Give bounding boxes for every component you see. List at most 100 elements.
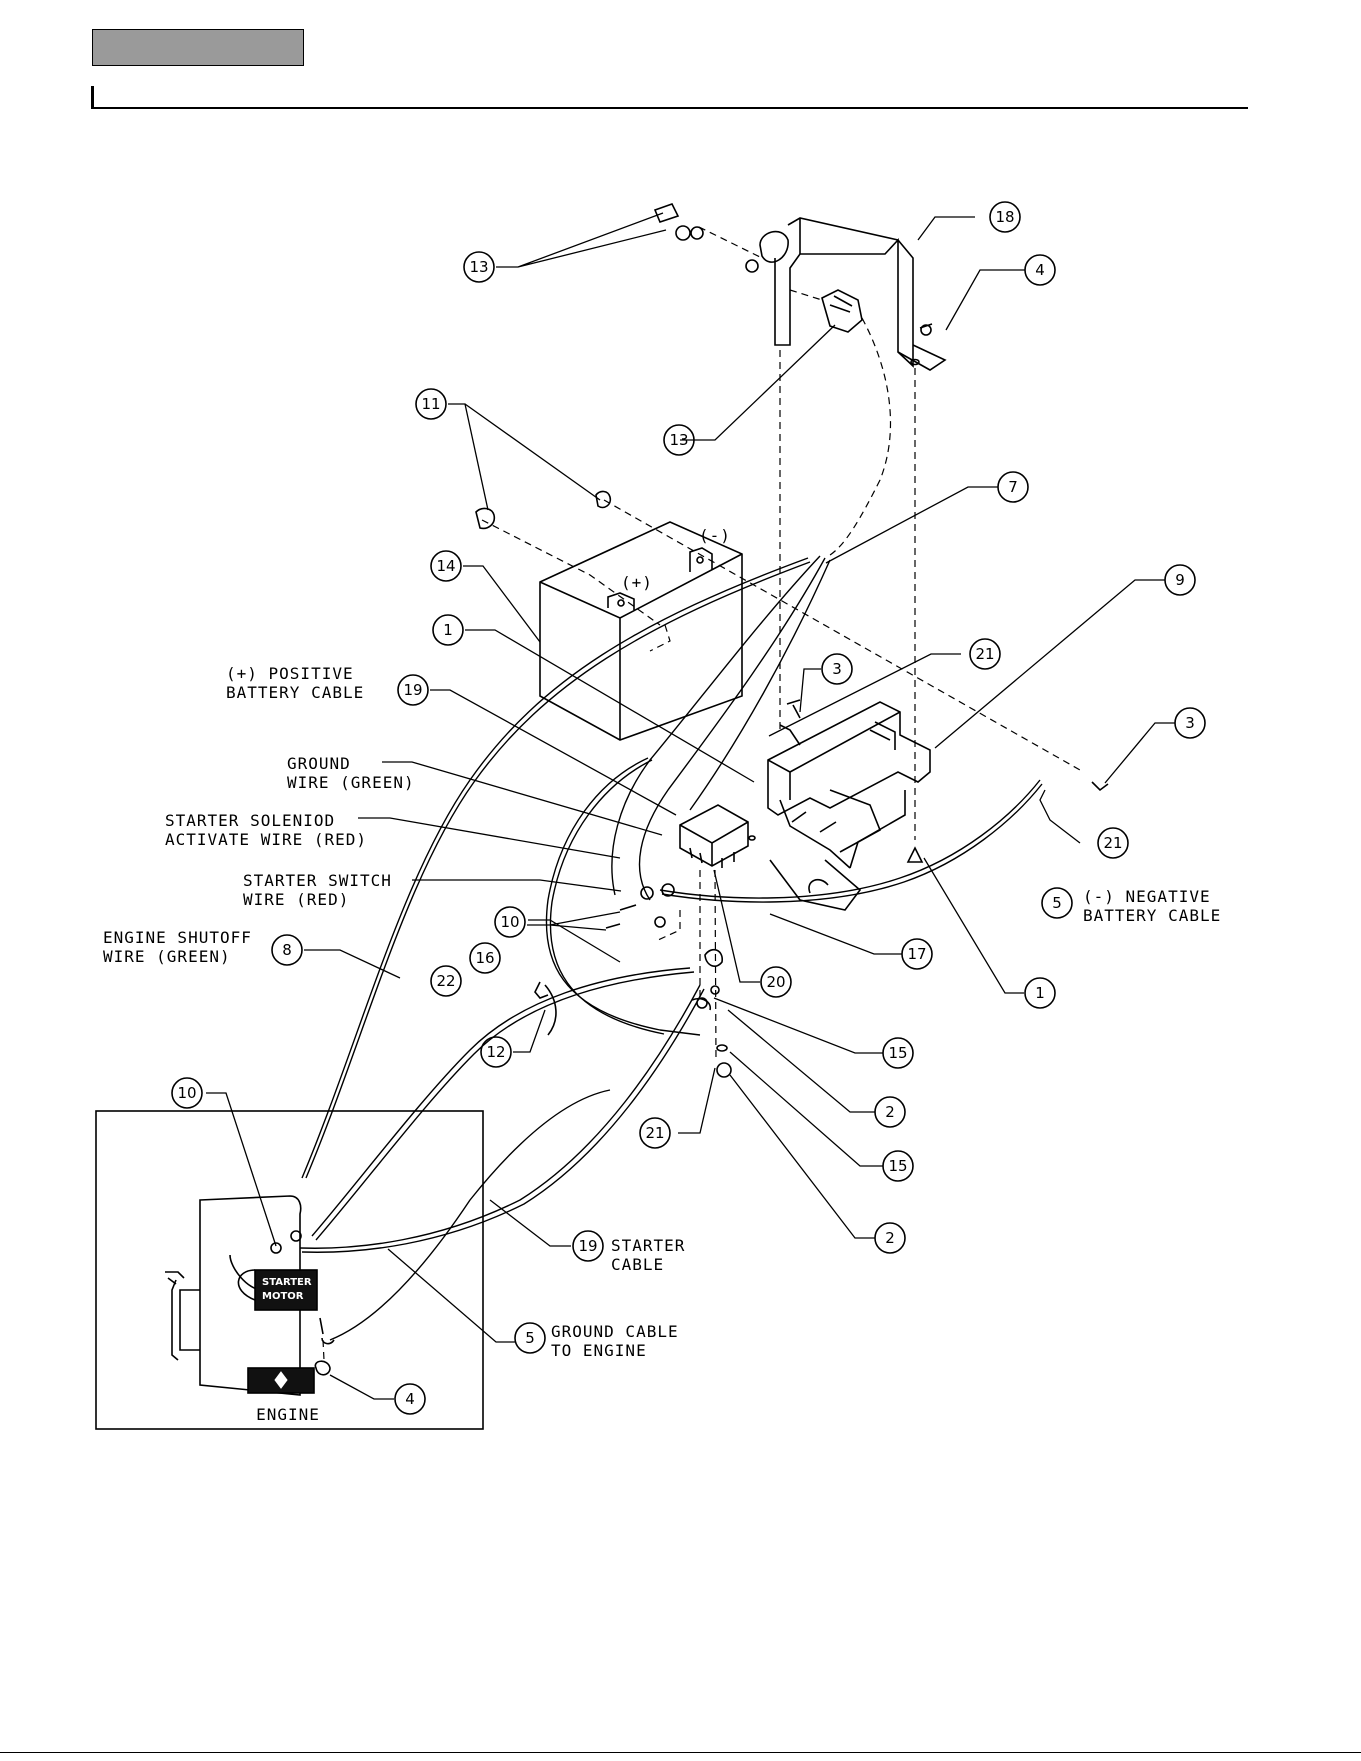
ground-wire-label-2: WIRE (GREEN) [287, 773, 415, 792]
starter-cable-label-1: STARTER [611, 1236, 685, 1255]
svg-text:13: 13 [469, 258, 488, 276]
ground-engine-label-1: GROUND CABLE [551, 1322, 679, 1341]
starter-motor-label-2: MOTOR [262, 1291, 304, 1302]
positive-cable-label-2: BATTERY CABLE [226, 683, 364, 702]
callout-14: 14 [430, 550, 462, 582]
callout-15a: 15 [882, 1037, 914, 1069]
callout-5b: 5 [514, 1322, 546, 1354]
callout-9: 9 [1164, 564, 1196, 596]
svg-text:10: 10 [177, 1084, 196, 1102]
callout-1a: 1 [432, 614, 464, 646]
svg-text:5: 5 [1052, 894, 1062, 912]
svg-text:16: 16 [475, 949, 494, 967]
svg-text:4: 4 [405, 1390, 415, 1408]
svg-text:20: 20 [766, 973, 785, 991]
svg-text:1: 1 [443, 621, 453, 639]
footer-rule [0, 1752, 1361, 1753]
solenoid-wire-label-2: ACTIVATE WIRE (RED) [165, 830, 367, 849]
callout-7: 7 [997, 471, 1029, 503]
callout-21b: 21 [1097, 827, 1129, 859]
starter-motor-label-1: STARTER [262, 1277, 312, 1288]
starter-cable-label-2: CABLE [611, 1255, 664, 1274]
battery [539, 521, 743, 741]
callout-3b: 3 [1174, 707, 1206, 739]
header-title-box [92, 29, 304, 66]
svg-text:19: 19 [578, 1237, 597, 1255]
svg-text:7: 7 [1008, 478, 1018, 496]
callout-17: 17 [901, 938, 933, 970]
callout-8: 8 [271, 934, 303, 966]
svg-text:13: 13 [669, 431, 688, 449]
callout-18: 18 [989, 201, 1021, 233]
callout-4b: 4 [394, 1383, 426, 1415]
svg-text:5: 5 [525, 1329, 535, 1347]
svg-text:14: 14 [436, 557, 455, 575]
svg-text:10: 10 [500, 913, 519, 931]
svg-text:22: 22 [436, 972, 455, 990]
svg-text:11: 11 [421, 395, 440, 413]
svg-text:9: 9 [1175, 571, 1185, 589]
battery-bracket [745, 217, 947, 371]
centerlines [322, 226, 1081, 1361]
callout-13b: 13 [663, 424, 695, 456]
svg-text:1: 1 [1035, 984, 1045, 1002]
callout-20: 20 [760, 966, 792, 998]
callout-1b: 1 [1024, 977, 1056, 1009]
svg-text:18: 18 [995, 208, 1014, 226]
engine-label: ENGINE [256, 1405, 320, 1424]
battery-tray [767, 701, 931, 911]
key-switch [653, 203, 863, 333]
switch-wire-label-1: STARTER SWITCH [243, 871, 392, 890]
callout-12: 12 [480, 1036, 512, 1068]
svg-text:15: 15 [888, 1044, 907, 1062]
svg-text:15: 15 [888, 1157, 907, 1175]
cables [299, 317, 1043, 1341]
wire-labels: (+) POSITIVE BATTERY CABLE GROUND WIRE (… [103, 526, 1221, 1360]
shutoff-wire-label-2: WIRE (GREEN) [103, 947, 231, 966]
solenoid [679, 804, 749, 868]
callout-2b: 2 [874, 1222, 906, 1254]
svg-text:3: 3 [1185, 714, 1195, 732]
callout-10b: 10 [171, 1077, 203, 1109]
header-rule [91, 107, 1248, 109]
svg-text:3: 3 [832, 660, 842, 678]
callout-3a: 3 [821, 653, 853, 685]
svg-text:19: 19 [403, 681, 422, 699]
svg-text:2: 2 [885, 1103, 895, 1121]
leader-lines [206, 212, 1175, 1400]
callout-10a: 10 [494, 906, 526, 938]
callout-2a: 2 [874, 1096, 906, 1128]
callout-22: 22 [430, 965, 462, 997]
small-hardware [475, 323, 1109, 1078]
callout-16: 16 [469, 942, 501, 974]
negative-cable-label-1: (-) NEGATIVE [1083, 887, 1211, 906]
solenoid-wire-label-1: STARTER SOLENIOD [165, 811, 335, 830]
callout-21c: 21 [639, 1117, 671, 1149]
svg-text:2: 2 [885, 1229, 895, 1247]
ground-engine-label-2: TO ENGINE [551, 1341, 647, 1360]
switch-wire-label-2: WIRE (RED) [243, 890, 349, 909]
svg-text:17: 17 [907, 945, 926, 963]
svg-text:21: 21 [645, 1124, 664, 1142]
ground-wire-label-1: GROUND [287, 754, 351, 773]
svg-text:21: 21 [1103, 834, 1122, 852]
negative-cable-label-2: BATTERY CABLE [1083, 906, 1221, 925]
svg-text:4: 4 [1035, 261, 1045, 279]
svg-text:12: 12 [486, 1043, 505, 1061]
callout-11: 11 [415, 388, 447, 420]
callout-13a: 13 [463, 251, 495, 283]
callout-15b: 15 [882, 1150, 914, 1182]
header-tick [91, 86, 94, 107]
battery-negative-label: (-) [699, 526, 731, 545]
svg-text:8: 8 [282, 941, 292, 959]
callout-5a: 5 [1041, 887, 1073, 919]
engine-inset: STARTER MOTOR ENGINE [95, 1110, 484, 1430]
callout-19b: 19 [572, 1230, 604, 1262]
battery-positive-label: (+) [621, 573, 653, 592]
positive-cable-label-1: (+) POSITIVE [226, 664, 354, 683]
callout-19a: 19 [397, 674, 429, 706]
callout-4a: 4 [1024, 254, 1056, 286]
callouts: 13 18 4 13 11 7 14 1 9 21 3 3 19 21 5 10… [171, 201, 1206, 1415]
callout-21a: 21 [969, 638, 1001, 670]
